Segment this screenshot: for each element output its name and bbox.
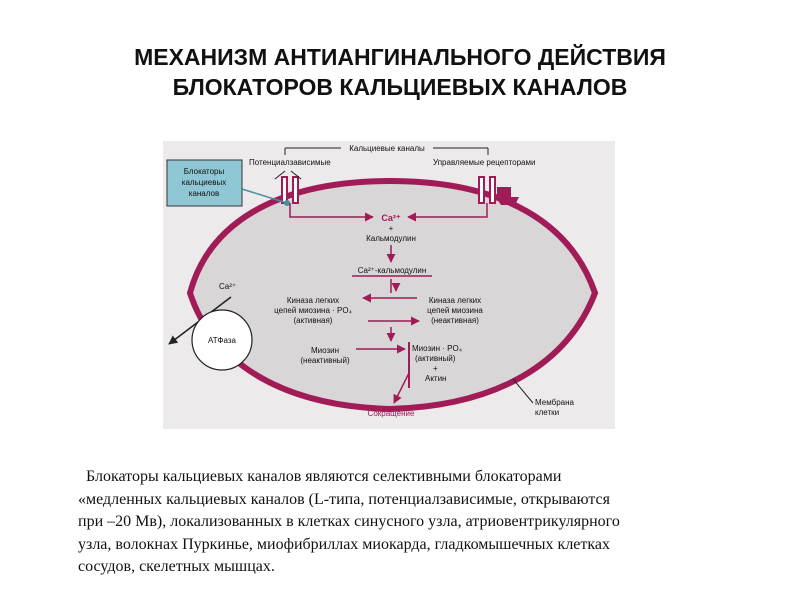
plus-2: +: [433, 364, 438, 373]
ca-left-label: Ca²⁺: [219, 282, 236, 291]
blockers-label-1: Блокаторы: [184, 167, 225, 176]
channels-header-label: Кальциевые каналы: [349, 144, 425, 153]
kinase-active-3: (активная): [294, 316, 333, 325]
membrane-label-1: Мембрана: [535, 398, 575, 407]
flow-voltage: [289, 203, 374, 222]
blockers-box: [166, 159, 243, 207]
plus-1: +: [389, 224, 394, 233]
contraction-label: Сокращение: [368, 409, 415, 418]
calmodulin-label: Кальмодулин: [366, 234, 416, 243]
membrane-label-2: клетки: [535, 408, 559, 417]
slide-title: МЕХАНИЗМ АНТИАНГИНАЛЬНОГО ДЕЙСТВИЯ БЛОКА…: [40, 42, 760, 102]
paragraph-line-2: «медленных кальциевых каналов (L-типа, п…: [78, 490, 611, 508]
myosin-active-2: (активный): [415, 354, 456, 363]
blocker-pointer: [241, 188, 288, 204]
title-line-1: МЕХАНИЗМ АНТИАНГИНАЛЬНОГО ДЕЙСТВИЯ: [134, 44, 666, 70]
arrow-to-contraction: [393, 372, 410, 404]
kinase-active-1: Киназа легких: [287, 296, 339, 305]
membrane-pointer: [512, 378, 534, 404]
receptor-operated-label: Управляемые рецепторами: [433, 158, 535, 167]
atpase-circle: [191, 309, 253, 371]
blocker-molecule: [284, 200, 290, 206]
ca-top-label: Ca²⁺: [381, 213, 401, 223]
voltage-dependent-label: Потенциалзависимые: [249, 158, 331, 167]
myosin-inactive-1: Миозин: [311, 346, 339, 355]
atpase-label: АТФаза: [208, 336, 236, 345]
calcium-channel-diagram: Кальциевые каналы Потенциалзависимые Упр…: [163, 141, 615, 429]
description-paragraph: Блокаторы кальциевых каналов являются се…: [78, 466, 778, 579]
paragraph-line-1: Блокаторы кальциевых каналов являются се…: [86, 468, 562, 485]
actin-label: Актин: [425, 374, 446, 383]
paragraph-line-5: сосудов, скелетных мышцах.: [78, 558, 275, 575]
kinase-inactive-1: Киназа легких: [429, 296, 481, 305]
channels-header: Кальциевые каналы: [284, 142, 489, 155]
paragraph-line-3: при –20 Мв), локализованных в клетках си…: [78, 513, 620, 530]
myosin-inactive-2: (неактивный): [300, 356, 350, 365]
receptor-channel: [478, 176, 519, 205]
title-line-2: БЛОКАТОРОВ КАЛЬЦИЕВЫХ КАНАЛОВ: [172, 74, 628, 100]
kinase-inactive-3: (неактивная): [431, 316, 479, 325]
blockers-label-2: кальциевых: [182, 178, 226, 187]
blockers-label-3: каналов: [189, 189, 219, 198]
kinase-active-2: цепей миозина · PO₄: [274, 306, 352, 315]
paragraph-line-4: узла, волокнах Пуркинье, миофибриллах ми…: [78, 535, 611, 553]
voltage-channel: [274, 170, 302, 204]
flow-receptor: [407, 203, 488, 222]
myosin-active-1: Миозин · PO₄: [412, 344, 462, 353]
kinase-inactive-2: цепей миозина: [427, 306, 483, 315]
ca-calmodulin-label: Ca²⁺-кальмодулин: [358, 266, 427, 275]
